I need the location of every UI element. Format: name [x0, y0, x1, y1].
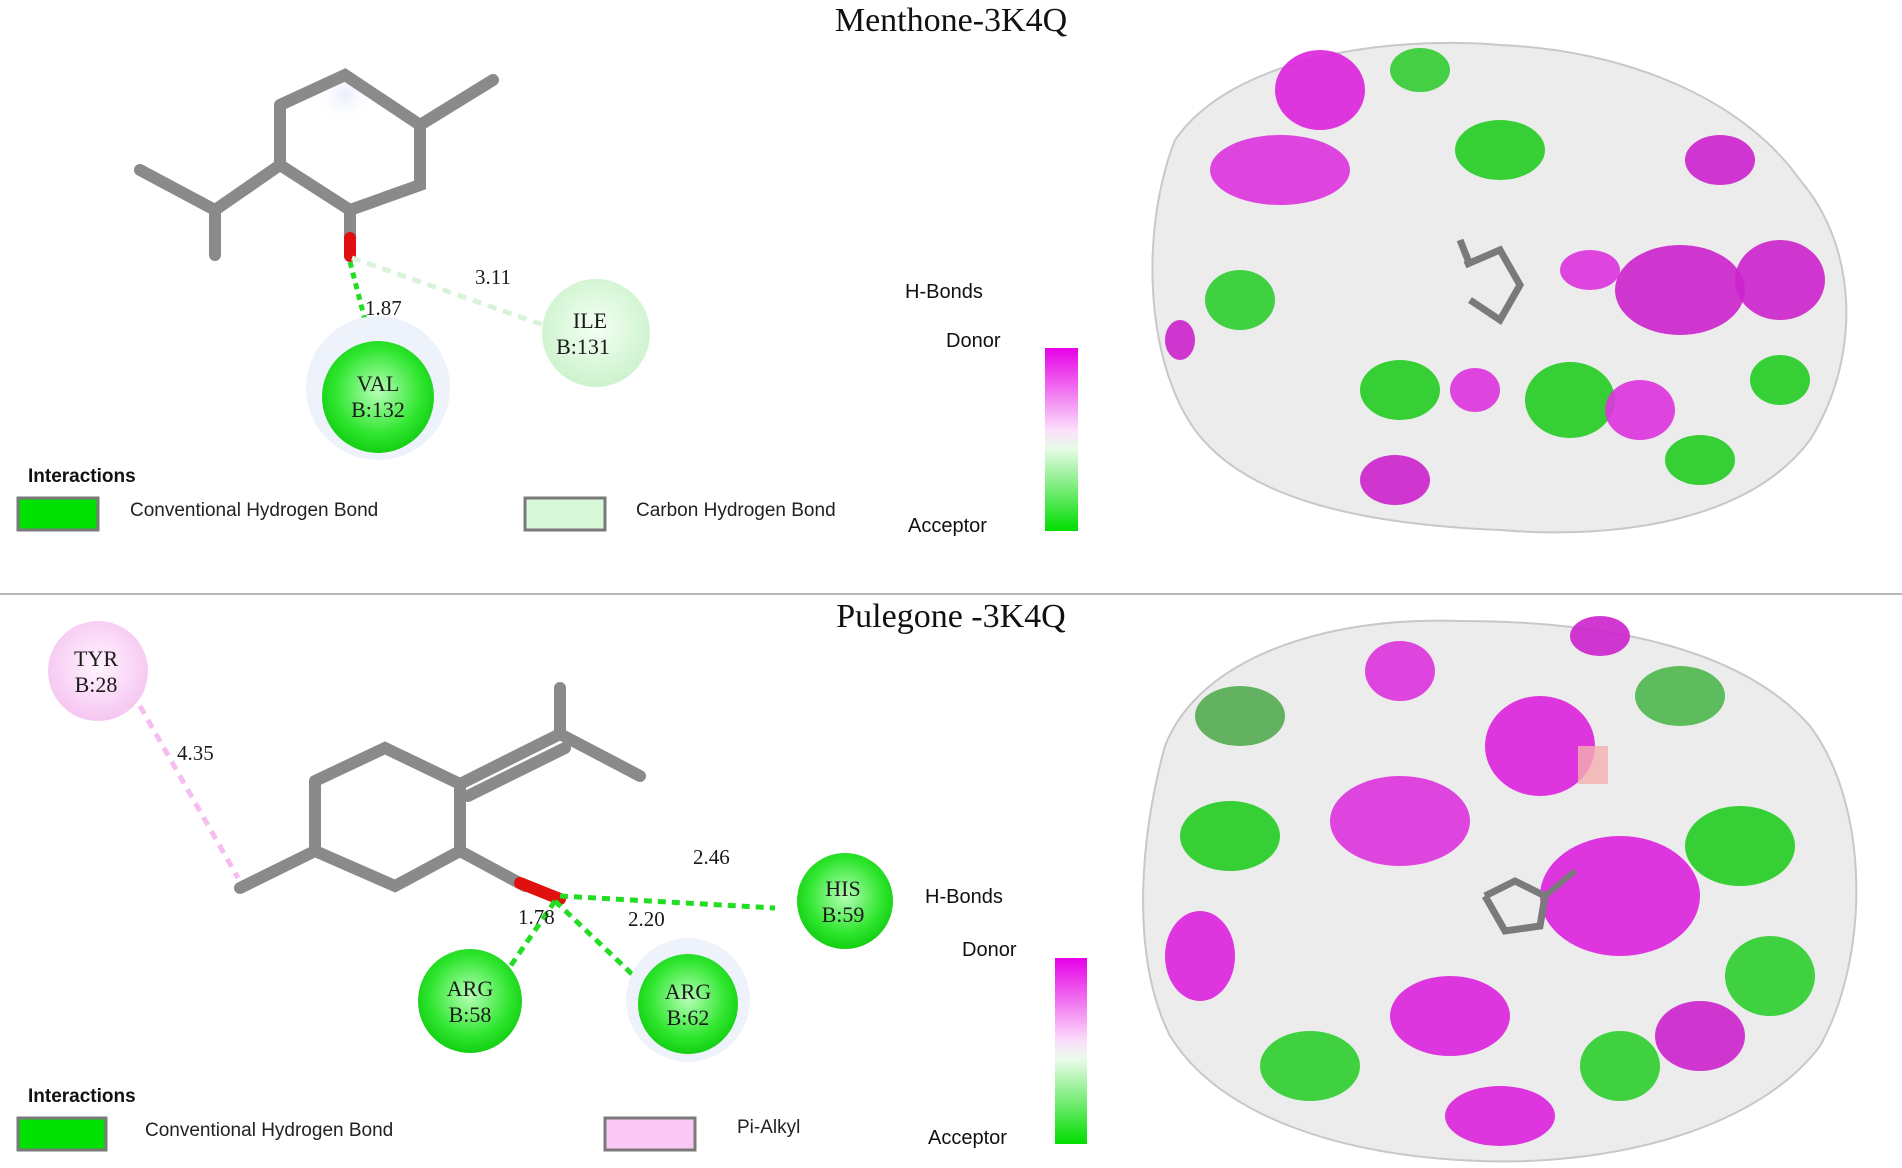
hbond-acceptor-label: Acceptor [928, 1127, 1007, 1149]
residue-chain: B:28 [75, 672, 118, 697]
hbond-line-arg58 [487, 899, 558, 998]
legend-swatch [523, 496, 607, 532]
protein-surface-image [1151, 41, 1848, 534]
residue-arg62 [638, 954, 738, 1054]
menthone-molecule [134, 65, 499, 261]
distance-label: 3.11 [475, 265, 511, 289]
legend-heading: Interactions [28, 1086, 136, 1107]
residue-chain: B:59 [822, 902, 865, 927]
legend-label: Conventional Hydrogen Bond [130, 500, 378, 521]
hbond-donor-label: Donor [946, 330, 1001, 352]
hbond-line-his59 [559, 893, 776, 911]
distance-label: 1.87 [365, 296, 402, 320]
panel-title: Pulegone -3K4Q [836, 598, 1066, 635]
legend-label: Carbon Hydrogen Bond [636, 500, 836, 521]
menthone-panel: Menthone-3K4Q [16, 2, 1848, 537]
menthone-diagram: 1.87 3.11 VAL B:132 ILE B:131 Interactio… [16, 41, 1848, 537]
hbond-scale: H-Bonds Donor Acceptor [925, 886, 1087, 1149]
residue-his59 [797, 853, 893, 949]
residue-val132 [322, 341, 434, 453]
hbond-donor-label: Donor [962, 939, 1017, 961]
distance-label: 2.46 [693, 845, 730, 869]
pulegone-molecule [234, 682, 646, 894]
hbond-scale-title: H-Bonds [905, 281, 983, 303]
residue-chain: B:131 [556, 334, 610, 359]
residue-chain: B:62 [667, 1005, 710, 1030]
residue-arg58 [418, 949, 522, 1053]
pulegone-panel: Pulegone -3K4Q [0, 596, 1902, 1168]
residue-chain: B:132 [351, 397, 405, 422]
residue-name: ILE [573, 308, 607, 333]
legend-label: Conventional Hydrogen Bond [145, 1120, 393, 1141]
oxygen-atom [514, 877, 566, 905]
hbond-gradient-bar [1055, 958, 1087, 1144]
distance-label: 2.20 [628, 907, 665, 931]
hbond-gradient-bar [1045, 348, 1078, 531]
pi-alkyl-line-tyr28 [137, 704, 241, 880]
residue-name: TYR [74, 646, 118, 671]
panel-divider [0, 593, 1902, 595]
distance-label: 1.78 [518, 905, 555, 929]
legend-swatch [16, 496, 100, 532]
protein-surface-image [1142, 616, 1858, 1163]
hbond-line-ile131 [351, 255, 553, 331]
legend-label: Pi-Alkyl [737, 1117, 800, 1138]
panel-title: Menthone-3K4Q [834, 2, 1068, 39]
residue-name: VAL [357, 371, 399, 396]
interactions-legend: Interactions Conventional Hydrogen Bond … [16, 1086, 800, 1152]
residue-tyr28 [48, 621, 148, 721]
legend-swatch [603, 1116, 697, 1152]
residue-ile131 [542, 279, 650, 387]
residue-name: ARG [665, 979, 712, 1004]
hbond-scale-title: H-Bonds [925, 886, 1003, 908]
pulegone-diagram: 4.35 2.46 1.78 2.20 TYR B:28 HIS B:59 AR… [16, 616, 1858, 1163]
hbond-scale: H-Bonds Donor Acceptor [905, 281, 1078, 537]
interactions-legend: Interactions Conventional Hydrogen Bond … [16, 466, 836, 532]
legend-swatch [16, 1116, 108, 1152]
distance-label: 4.35 [177, 741, 214, 765]
legend-heading: Interactions [28, 466, 136, 487]
hbond-acceptor-label: Acceptor [908, 515, 987, 537]
residue-name: ARG [447, 976, 494, 1001]
residue-name: HIS [825, 876, 860, 901]
residue-chain: B:58 [449, 1002, 492, 1027]
